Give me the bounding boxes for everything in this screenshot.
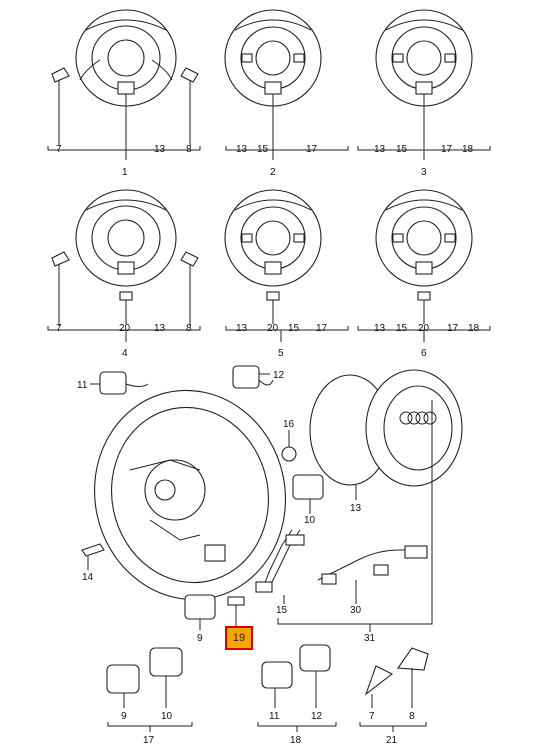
bottom-parts-drawing — [106, 644, 429, 732]
g3-callout-1: 13 — [374, 144, 386, 155]
g18-callout-2: 12 — [311, 711, 323, 722]
wiring-harness-drawing — [255, 529, 428, 593]
label-14: 14 — [82, 572, 94, 583]
g17-number: 17 — [143, 735, 155, 746]
wheel-2-drawing — [224, 9, 322, 107]
g1-callout-2: 13 — [154, 144, 166, 155]
g5-callout-1: 13 — [236, 323, 248, 334]
g6-callout-4: 17 — [447, 323, 459, 334]
label-10: 10 — [304, 515, 316, 526]
g2-number: 2 — [270, 167, 276, 178]
g2-callout-1: 13 — [236, 144, 248, 155]
g18-number: 18 — [290, 735, 302, 746]
audi-rings-icon — [399, 411, 437, 425]
label-15: 15 — [276, 605, 288, 616]
g6-callout-2: 15 — [396, 323, 408, 334]
g1-number: 1 — [122, 167, 128, 178]
g5-number: 5 — [278, 348, 284, 359]
leaders-row1 — [47, 80, 491, 160]
label-30: 30 — [350, 605, 362, 616]
g3-number: 3 — [421, 167, 427, 178]
g3-callout-4: 18 — [462, 144, 474, 155]
highlighted-part-label: 19 — [232, 632, 246, 644]
g2-callout-2: 15 — [257, 144, 269, 155]
highlighted-part-19[interactable]: 19 — [225, 626, 253, 650]
g18-callout-1: 11 — [269, 711, 280, 722]
exploded-wheel-drawing — [81, 365, 324, 620]
g4-callout-3: 13 — [154, 323, 166, 334]
wheel-1-drawing — [51, 9, 199, 107]
g21-callout-2: 8 — [409, 711, 415, 722]
g5-callout-3: 15 — [288, 323, 300, 334]
label-12: 12 — [273, 370, 285, 381]
g6-callout-5: 18 — [468, 323, 480, 334]
g6-callout-1: 13 — [374, 323, 386, 334]
label-16: 16 — [283, 419, 295, 430]
wheel-4-drawing — [51, 189, 199, 301]
leaders-exploded — [87, 373, 433, 632]
g5-callout-2: 20 — [267, 323, 279, 334]
g4-callout-4: 8 — [186, 323, 192, 334]
g21-number: 21 — [386, 735, 398, 746]
leaders-row2 — [47, 264, 491, 342]
g3-callout-2: 15 — [396, 144, 408, 155]
g4-callout-1: 7 — [56, 323, 62, 334]
airbag-drawing — [309, 369, 463, 487]
g4-callout-2: 20 — [119, 323, 131, 334]
label-13: 13 — [350, 503, 362, 514]
wheel-6-drawing — [375, 189, 473, 301]
label-11: 11 — [77, 380, 88, 391]
wheel-5-drawing — [224, 189, 322, 301]
g5-callout-4: 17 — [316, 323, 328, 334]
g6-number: 6 — [421, 348, 427, 359]
g1-callout-3: 8 — [186, 144, 192, 155]
g3-callout-3: 17 — [441, 144, 453, 155]
g6-callout-3: 20 — [418, 323, 430, 334]
label-31: 31 — [364, 633, 376, 644]
g17-callout-2: 10 — [161, 711, 173, 722]
g2-callout-3: 17 — [306, 144, 318, 155]
g17-callout-1: 9 — [121, 711, 127, 722]
wheel-3-drawing — [375, 9, 473, 107]
g21-callout-1: 7 — [369, 711, 375, 722]
label-9: 9 — [197, 633, 203, 644]
g4-number: 4 — [122, 348, 128, 359]
g1-callout-1: 7 — [56, 144, 62, 155]
